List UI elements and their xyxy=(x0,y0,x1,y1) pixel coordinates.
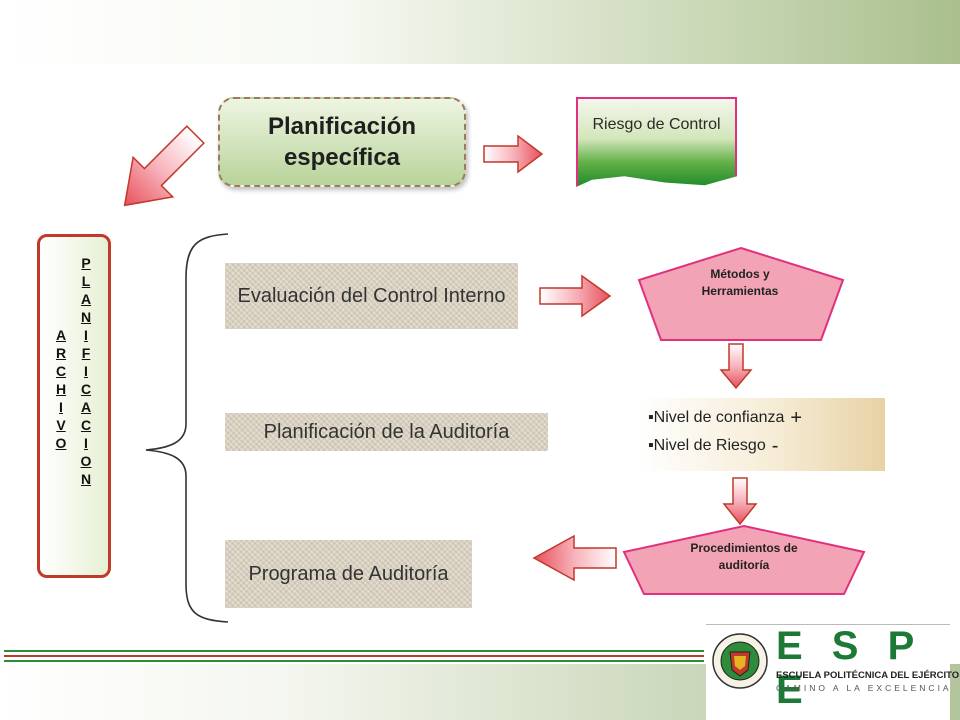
procedimientos-shape xyxy=(622,524,866,595)
plus-sign: + xyxy=(790,406,803,429)
metodos-herramientas-shape xyxy=(637,246,845,341)
red-stripe xyxy=(4,655,704,657)
logo-top-rule xyxy=(706,624,950,625)
diagonal-arrow-icon xyxy=(123,125,205,207)
right-arrow-icon xyxy=(539,274,612,318)
nivel-confianza-label: Nivel de confianza xyxy=(653,409,785,426)
nivel-riesgo-label: Nivel de Riesgo xyxy=(653,437,766,454)
green-stripe xyxy=(4,650,704,652)
espe-motto: CAMINO A LA EXCELENCIA xyxy=(776,683,952,693)
planificacion-vertical-label: P L A N I F I C A C I O N xyxy=(80,255,92,487)
riesgo-control-box: Riesgo de Control xyxy=(576,97,737,187)
planificacion-auditoria-box: Planificación de la Auditoría xyxy=(225,413,548,451)
nivel-confianza-item: ▪Nivel de confianza + xyxy=(648,404,885,432)
minus-sign: - xyxy=(771,434,779,457)
grouping-brace xyxy=(145,233,229,623)
green-stripe xyxy=(4,660,704,662)
espe-letters: E S P E xyxy=(776,624,923,712)
espe-seal-icon xyxy=(712,633,768,689)
planificacion-auditoria-label: Planificación de la Auditoría xyxy=(263,420,510,443)
programa-label: Programa de Auditoría xyxy=(248,562,449,585)
espe-school-name: ESCUELA POLITÉCNICA DEL EJÉRCITO xyxy=(776,670,960,681)
niveles-box: ▪Nivel de confianza+ ▪Nivel de Riesgo- xyxy=(638,398,885,471)
evaluacion-label: Evaluación del Control Interno xyxy=(237,284,506,307)
espe-logo: E S P E ESCUELA POLITÉCNICA DEL EJÉRCITO… xyxy=(706,624,959,720)
archivo-planificacion-box xyxy=(37,234,111,578)
bullet-icon: ▪ xyxy=(648,409,654,426)
programa-auditoria-box: Programa de Auditoría xyxy=(225,540,472,608)
left-arrow-icon xyxy=(532,534,617,582)
top-header-band xyxy=(0,0,960,64)
archivo-vertical-label: A R C H I V O xyxy=(55,327,67,451)
planificacion-especifica-label: Planificación específica xyxy=(267,113,417,171)
nivel-riesgo-item: ▪Nivel de Riesgo- xyxy=(648,432,885,460)
evaluacion-control-interno-box: Evaluación del Control Interno xyxy=(225,263,518,329)
riesgo-control-label: Riesgo de Control xyxy=(592,116,721,133)
down-arrow-icon xyxy=(719,343,753,390)
down-arrow-icon xyxy=(722,477,758,526)
metodos-label: Métodos y Herramientas xyxy=(701,267,779,298)
procedimientos-label: Procedimientos de auditoría xyxy=(690,541,798,572)
right-arrow-icon xyxy=(483,134,544,174)
bullet-icon: ▪ xyxy=(648,437,654,454)
planificacion-especifica-box: Planificación específica xyxy=(218,97,466,187)
